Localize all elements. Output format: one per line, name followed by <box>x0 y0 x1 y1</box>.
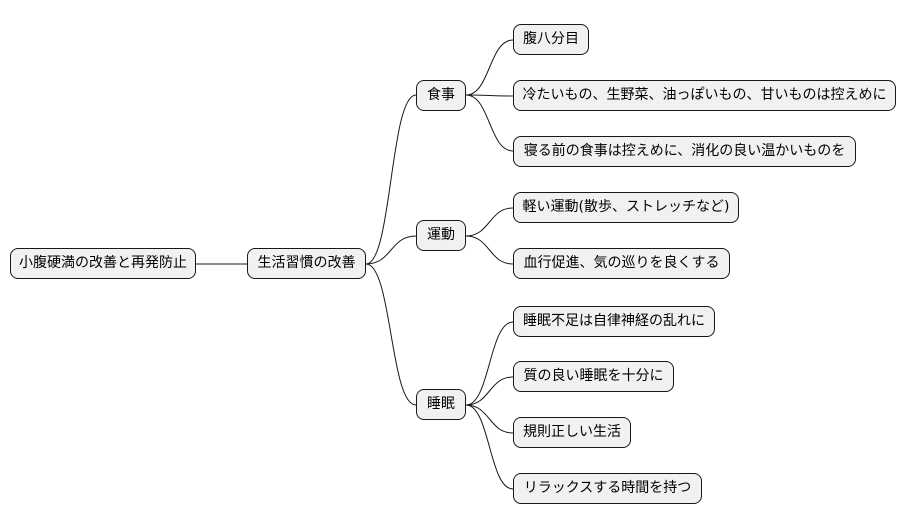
leaf-node-sleep-3: 規則正しい生活 <box>513 417 631 448</box>
leaf-node-exercise-2: 血行促進、気の巡りを良くする <box>513 248 730 279</box>
link-cat-1-item-1 <box>465 235 514 265</box>
leaf-node-exercise-1: 軽い運動(散歩、ストレッチなど) <box>513 192 739 223</box>
root-node: 小腹硬満の改善と再発防止 <box>10 248 196 279</box>
leaf-node-diet-1: 腹八分目 <box>513 24 589 55</box>
link-cat-2-item-1 <box>465 376 514 406</box>
link-cat-0-item-2 <box>465 94 514 152</box>
link-cat-1-item-0 <box>465 207 514 237</box>
link-cat-2-item-3 <box>465 404 514 490</box>
link-cat-0-item-1 <box>465 94 514 97</box>
link-cat-2-item-0 <box>465 321 514 406</box>
leaf-node-sleep-1: 睡眠不足は自律神経の乱れに <box>513 306 715 337</box>
link-branch-cat-1 <box>365 235 417 265</box>
leaf-node-diet-3: 寝る前の食事は控えめに、消化の良い温かいものを <box>513 136 856 167</box>
link-cat-0-item-0 <box>465 39 514 96</box>
leaf-node-diet-2: 冷たいもの、生野菜、油っぽいもの、甘いものは控えめに <box>513 80 896 111</box>
branch-node: 生活習慣の改善 <box>247 248 366 279</box>
link-branch-cat-0 <box>365 94 417 265</box>
category-node-exercise: 運動 <box>416 220 466 251</box>
category-node-sleep: 睡眠 <box>416 389 466 420</box>
link-cat-2-item-2 <box>465 404 514 434</box>
leaf-node-sleep-2: 質の良い睡眠を十分に <box>513 361 674 392</box>
link-branch-cat-2 <box>365 263 417 406</box>
leaf-node-sleep-4: リラックスする時間を持つ <box>513 473 702 504</box>
category-node-diet: 食事 <box>416 80 466 111</box>
